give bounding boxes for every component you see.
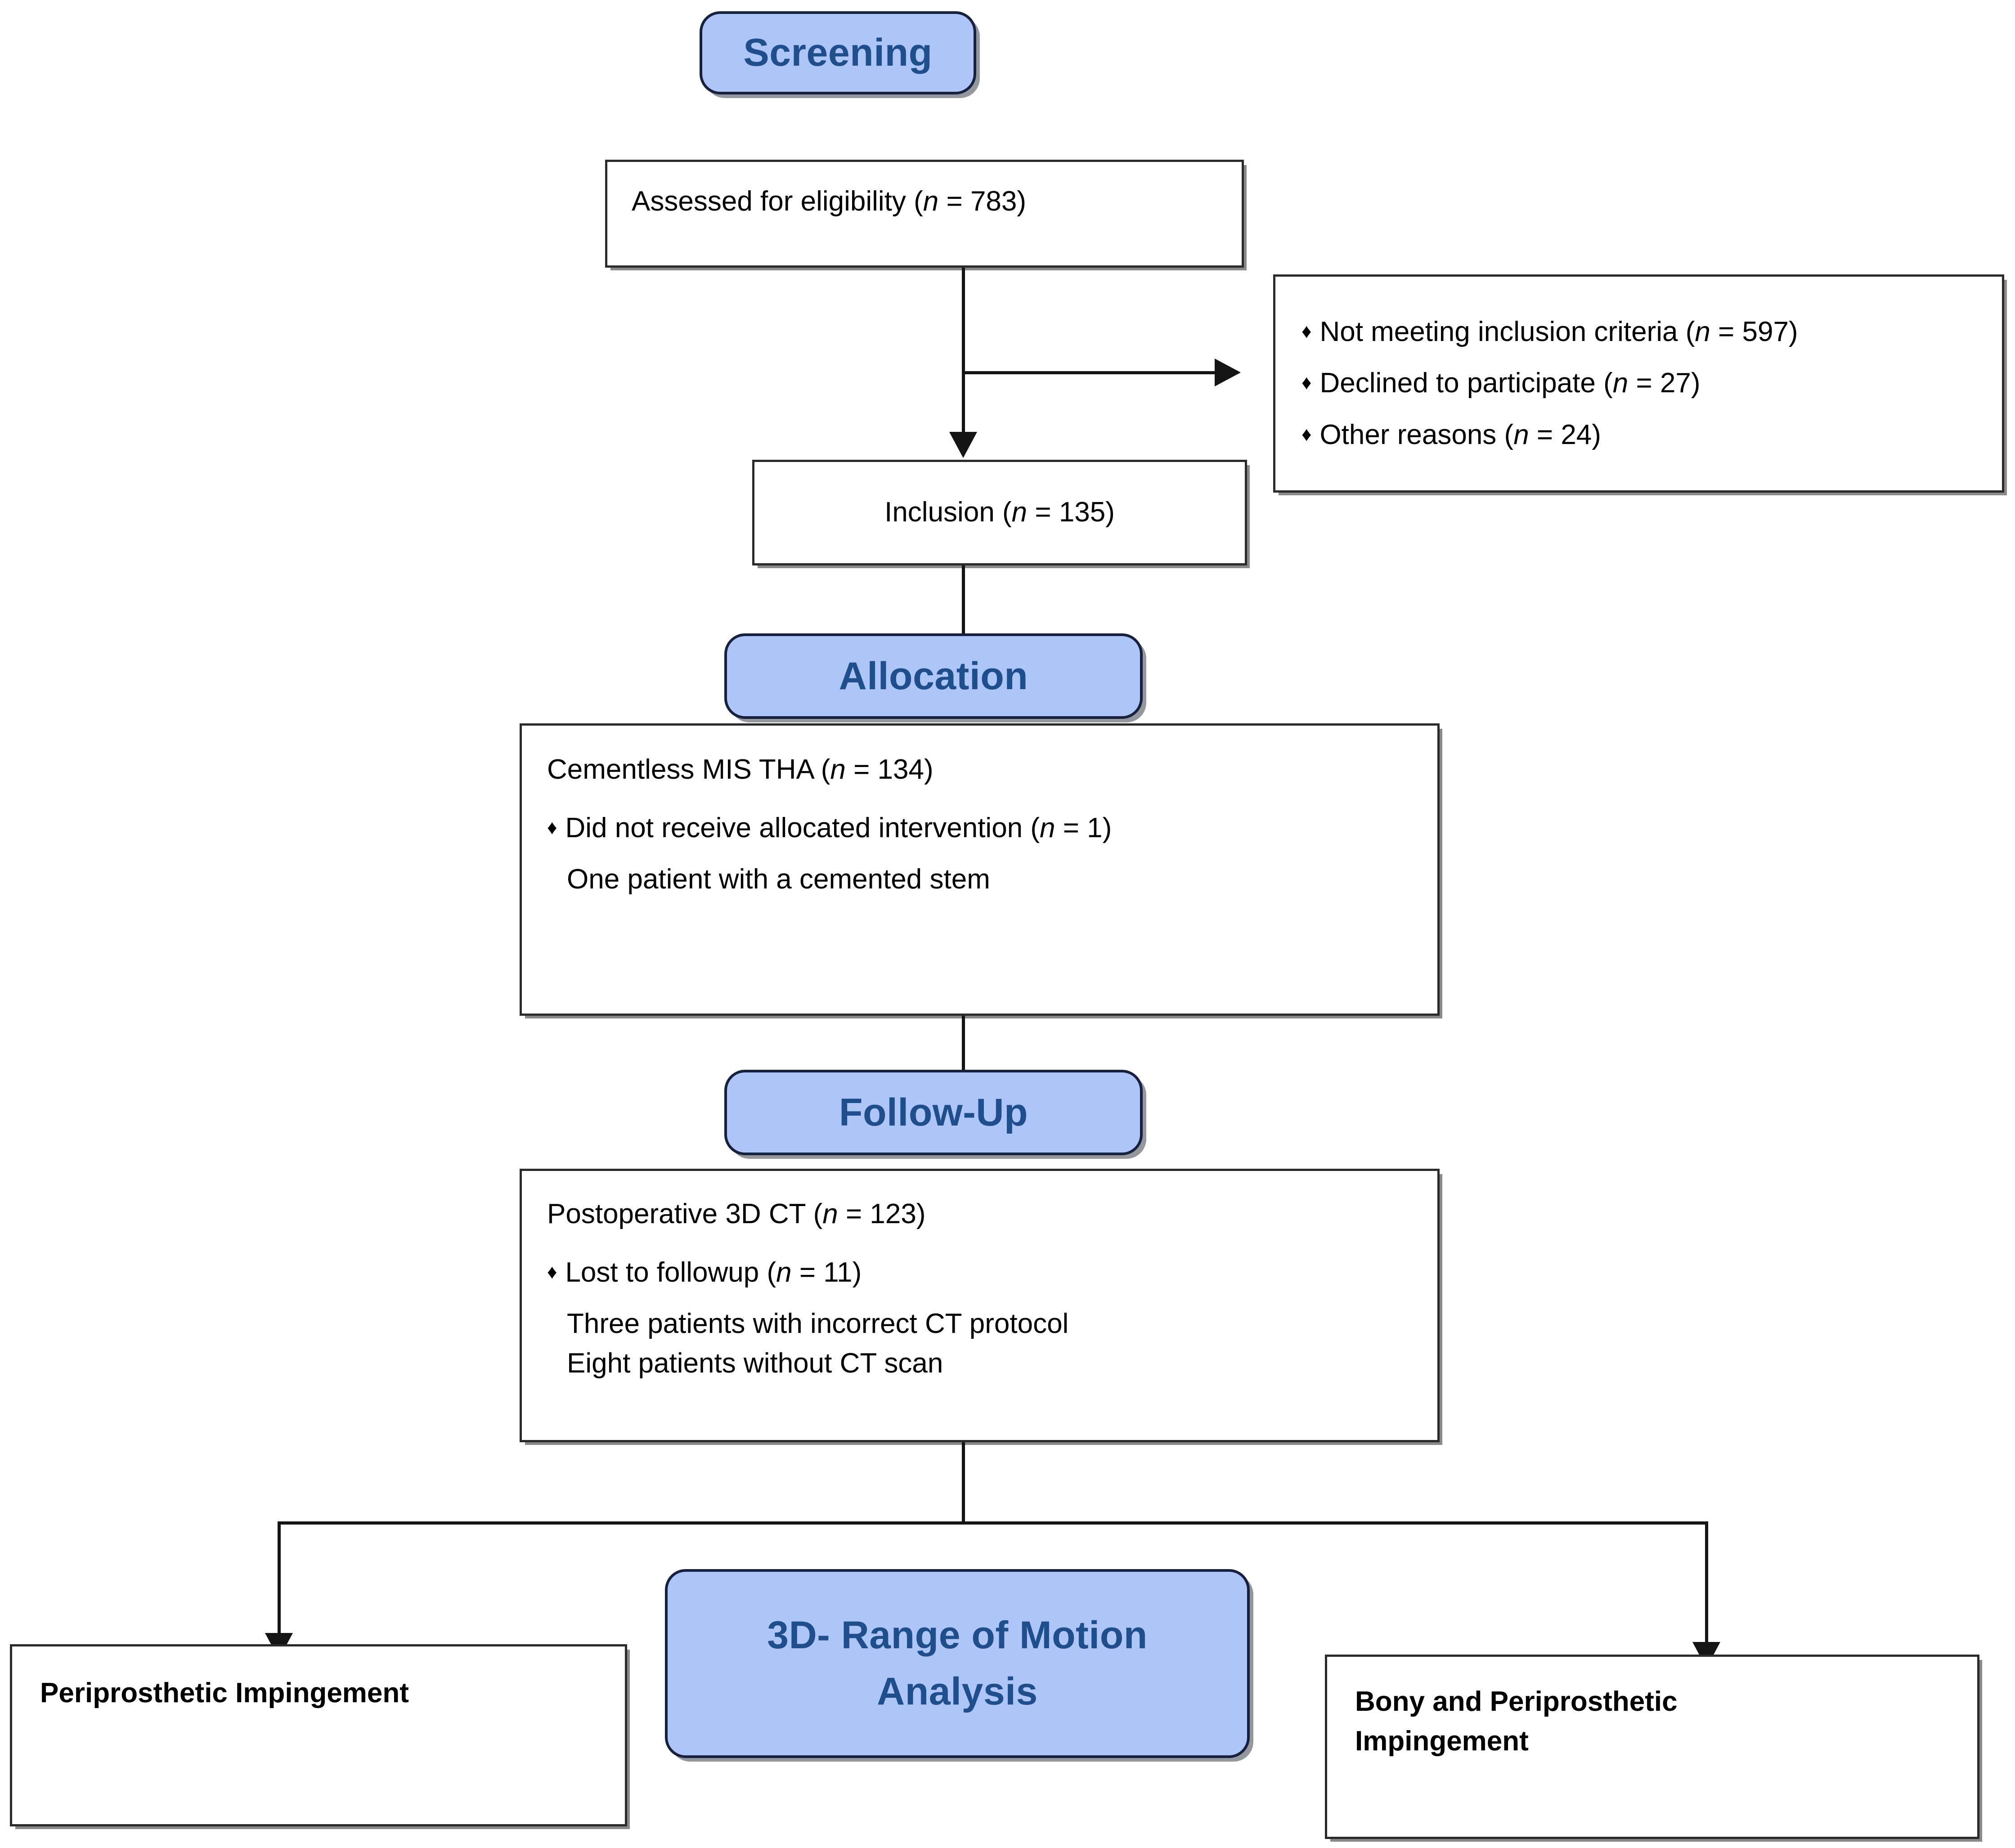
phase-rom-analysis: 3D- Range of Motion Analysis bbox=[665, 1569, 1250, 1758]
box-postoperative-ct: Postoperative 3D CT (n = 123) ♦ Lost to … bbox=[520, 1169, 1440, 1442]
inclusion-n-symbol: n bbox=[1011, 497, 1028, 528]
followup-subline: Eight patients without CT scan bbox=[567, 1348, 943, 1379]
phase-followup: Follow-Up bbox=[724, 1070, 1143, 1155]
allocated-heading: Cementless MIS THA (n = 134) bbox=[547, 754, 933, 785]
allocated-subline: One patient with a cemented stem bbox=[567, 864, 990, 895]
outcome-right-line: Impingement bbox=[1355, 1726, 1529, 1757]
connector-split-right-drop bbox=[1705, 1521, 1708, 1645]
connector-allocated-to-followup bbox=[962, 1016, 965, 1072]
exclusion-item-text: Not meeting inclusion criteria (n = 597) bbox=[1319, 316, 1798, 348]
connector-inclusion-to-allocation bbox=[962, 565, 965, 635]
followup-heading: Postoperative 3D CT (n = 123) bbox=[547, 1198, 926, 1229]
assessed-n-symbol: n bbox=[923, 186, 939, 217]
allocated-bullet: ♦ Did not receive allocated intervention… bbox=[547, 808, 1412, 848]
connector-to-exclusions bbox=[962, 371, 1216, 374]
connector-split-left-drop bbox=[278, 1521, 281, 1636]
box-outcome-bony-periprosthetic-impingement: Bony and Periprosthetic Impingement bbox=[1325, 1655, 1979, 1839]
arrowhead-to-inclusion bbox=[949, 432, 977, 458]
exclusion-item-text: Declined to participate (n = 27) bbox=[1319, 368, 1701, 399]
diamond-bullet-icon: ♦ bbox=[547, 816, 557, 839]
box-exclusion-reasons: ♦ Not meeting inclusion criteria (n = 59… bbox=[1273, 274, 2004, 493]
inclusion-text-before: Inclusion ( bbox=[884, 497, 1012, 528]
assessed-text: Assessed for eligibility (n = 783) bbox=[632, 182, 1217, 221]
connector-split-horizontal bbox=[278, 1521, 1708, 1525]
connector-ct-to-split bbox=[962, 1442, 965, 1523]
diamond-bullet-icon: ♦ bbox=[1301, 423, 1312, 445]
exclusion-item: ♦ Not meeting inclusion criteria (n = 59… bbox=[1301, 312, 1976, 352]
assessed-text-after: = 783) bbox=[938, 186, 1027, 217]
box-assessed-for-eligibility: Assessed for eligibility (n = 783) bbox=[605, 160, 1244, 268]
box-outcome-periprosthetic-impingement: Periprosthetic Impingement bbox=[10, 1644, 627, 1826]
exclusion-item: ♦ Declined to participate (n = 27) bbox=[1301, 363, 1976, 403]
diamond-bullet-icon: ♦ bbox=[547, 1261, 557, 1283]
diamond-bullet-icon: ♦ bbox=[1301, 320, 1312, 343]
allocated-bullet-text: Did not receive allocated intervention (… bbox=[565, 812, 1112, 844]
phase-screening-label: Screening bbox=[743, 31, 933, 75]
phase-rom-analysis-line1: 3D- Range of Motion bbox=[767, 1614, 1148, 1657]
diamond-bullet-icon: ♦ bbox=[1301, 372, 1312, 394]
assessed-text-before: Assessed for eligibility ( bbox=[632, 186, 923, 217]
phase-allocation-label: Allocation bbox=[839, 654, 1028, 698]
inclusion-text: Inclusion (n = 135) bbox=[884, 493, 1115, 532]
followup-subline: Three patients with incorrect CT protoco… bbox=[567, 1308, 1069, 1340]
exclusion-item: ♦ Other reasons (n = 24) bbox=[1301, 415, 1976, 455]
outcome-left-line: Periprosthetic Impingement bbox=[40, 1678, 409, 1709]
arrowhead-to-exclusions bbox=[1215, 359, 1241, 386]
connector-assessed-to-inclusion bbox=[962, 268, 965, 434]
followup-bullet-text: Lost to followup (n = 11) bbox=[565, 1257, 862, 1288]
phase-allocation: Allocation bbox=[724, 633, 1143, 719]
phase-followup-label: Follow-Up bbox=[839, 1090, 1028, 1134]
phase-screening: Screening bbox=[700, 11, 976, 94]
box-inclusion: Inclusion (n = 135) bbox=[752, 460, 1247, 565]
inclusion-text-after: = 135) bbox=[1027, 497, 1115, 528]
exclusion-item-text: Other reasons (n = 24) bbox=[1319, 419, 1601, 450]
followup-bullet: ♦ Lost to followup (n = 11) bbox=[547, 1253, 1412, 1292]
outcome-right-line: Bony and Periprosthetic bbox=[1355, 1686, 1678, 1717]
phase-rom-analysis-line2: Analysis bbox=[877, 1670, 1038, 1713]
box-allocated-intervention: Cementless MIS THA (n = 134) ♦ Did not r… bbox=[520, 723, 1440, 1016]
